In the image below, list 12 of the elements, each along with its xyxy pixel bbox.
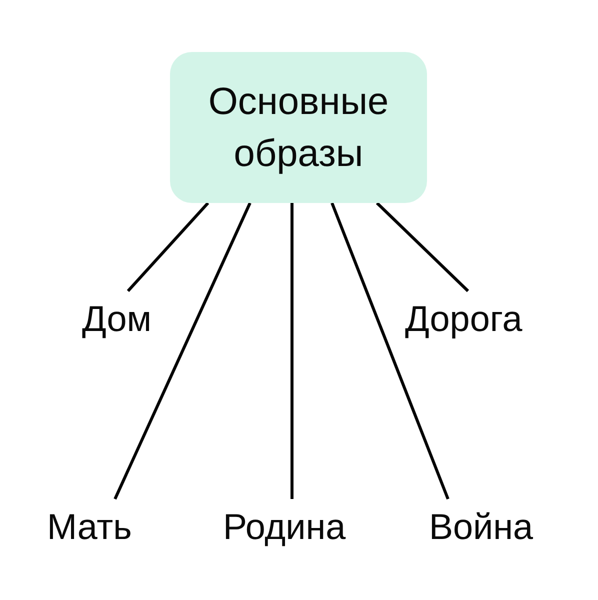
topic-title: Основные образы	[207, 80, 390, 176]
branch-label: Дом	[82, 291, 152, 339]
branch-label: Дорога	[405, 291, 522, 339]
branch-label: Мать	[47, 499, 132, 547]
connector-line	[114, 202, 252, 500]
connector-line	[330, 202, 450, 500]
connector-line	[376, 202, 470, 292]
topic-box	[170, 52, 427, 203]
branch-label: Родина	[223, 499, 346, 547]
branch-label: Война	[429, 499, 534, 547]
connector-line	[290, 203, 294, 499]
connector-line	[126, 202, 210, 292]
